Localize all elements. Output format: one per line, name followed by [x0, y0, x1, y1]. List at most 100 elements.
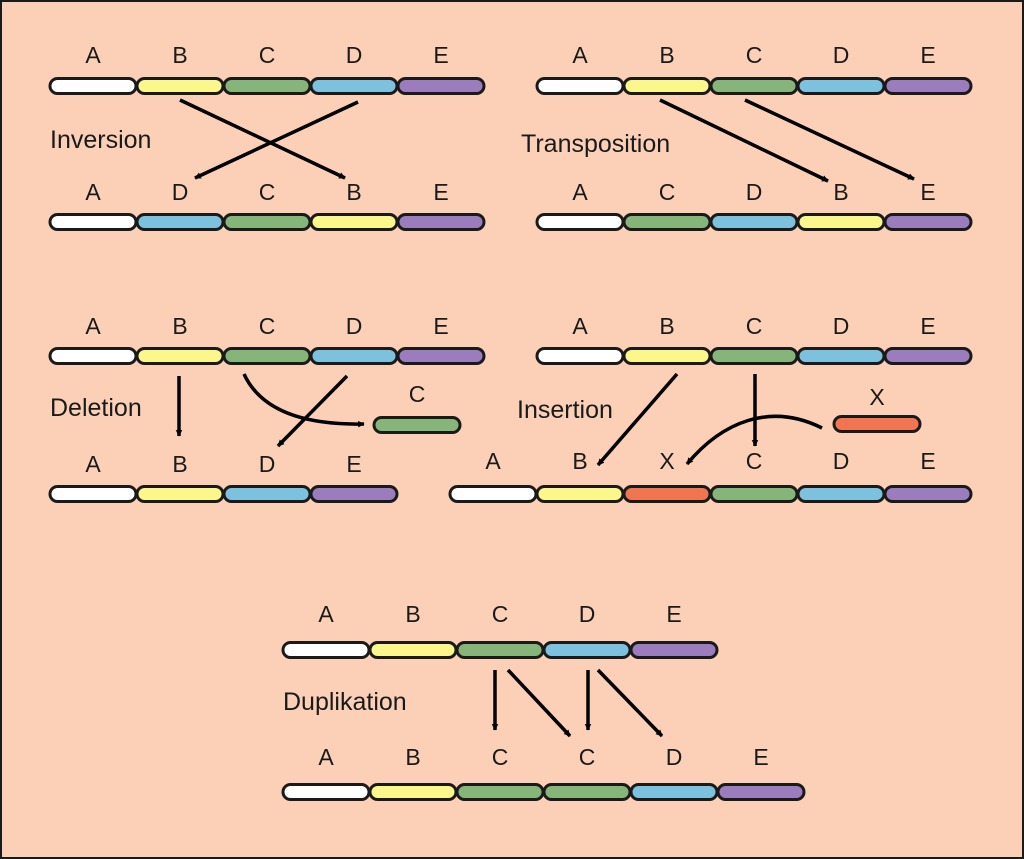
duplication-arrow-d2	[596, 668, 664, 738]
segment-label-c: C	[259, 313, 276, 339]
duplication-title: Duplikation	[283, 688, 407, 716]
segment-e	[883, 485, 973, 503]
segment-x	[832, 415, 922, 433]
segment-label-c: C	[746, 313, 763, 339]
segment-label-c: C	[579, 744, 596, 770]
segment-label-e: E	[433, 179, 448, 205]
segment-label-e: E	[920, 313, 935, 339]
segment-label-a: A	[85, 451, 101, 477]
segment-label-a: A	[318, 601, 334, 627]
segment-label-a: A	[318, 744, 334, 770]
deletion-title: Deletion	[50, 394, 142, 422]
segment-c	[455, 783, 545, 801]
segment-e	[309, 485, 399, 503]
segment-label-x: X	[869, 384, 884, 410]
segment-label-a: A	[572, 42, 588, 68]
segment-c	[222, 77, 312, 95]
segment-label-e: E	[433, 313, 448, 339]
insertion-arrow-x	[685, 414, 823, 466]
arrows	[175, 98, 915, 738]
segment-c	[455, 641, 545, 659]
segment-label-d: D	[833, 42, 850, 68]
transposition-title: Transposition	[521, 130, 670, 158]
deletion-arrow-c-removed	[242, 373, 365, 428]
segment-label-a: A	[572, 179, 588, 205]
duplication-arrow-c2	[506, 668, 572, 738]
segment-a	[535, 77, 625, 95]
segment-e	[883, 213, 973, 231]
segment-label-c: C	[746, 448, 763, 474]
segment-a	[535, 213, 625, 231]
segment-label-c: C	[492, 601, 509, 627]
inversion-arrow-d	[194, 100, 359, 180]
segment-b	[622, 347, 712, 365]
segment-d	[796, 347, 886, 365]
segment-label-x: X	[659, 448, 674, 474]
segment-d	[796, 485, 886, 503]
segment-c	[542, 783, 632, 801]
segment-label-b: B	[659, 42, 674, 68]
segment-e	[396, 347, 486, 365]
segment-b	[368, 783, 458, 801]
segment-label-c: C	[259, 179, 276, 205]
segment-label-e: E	[666, 601, 681, 627]
segment-label-c: C	[259, 42, 276, 68]
segment-b	[135, 77, 225, 95]
segment-x	[622, 485, 712, 503]
segment-a	[48, 485, 138, 503]
segment-label-e: E	[753, 744, 768, 770]
segment-c	[622, 213, 712, 231]
segment-e	[629, 641, 719, 659]
segment-a	[281, 641, 371, 659]
segment-label-b: B	[172, 42, 187, 68]
segment-label-b: B	[172, 313, 187, 339]
segment-c	[709, 485, 799, 503]
segment-label-d: D	[346, 313, 363, 339]
segment-label-d: D	[579, 601, 596, 627]
segment-a	[535, 347, 625, 365]
segment-label-e: E	[920, 42, 935, 68]
segment-label-b: B	[572, 448, 587, 474]
segment-label-b: B	[405, 601, 420, 627]
segment-label-d: D	[746, 179, 763, 205]
segment-label-a: A	[572, 313, 588, 339]
segment-label-d: D	[172, 179, 189, 205]
segment-label-a: A	[85, 42, 101, 68]
deletion-removed: C	[372, 381, 462, 434]
segment-label-d: D	[833, 448, 850, 474]
segment-label-b: B	[172, 451, 187, 477]
segment-c	[709, 77, 799, 95]
segment-b	[622, 77, 712, 95]
segment-b	[135, 347, 225, 365]
segment-label-d: D	[666, 744, 683, 770]
segment-label-d: D	[833, 313, 850, 339]
transposition-before: A B C D E	[535, 42, 973, 95]
segment-d	[629, 783, 719, 801]
segment-label-b: B	[405, 744, 420, 770]
segment-label-b: B	[833, 179, 848, 205]
segment-label-e: E	[433, 42, 448, 68]
segment-d	[309, 347, 399, 365]
insertion-arrow-b	[596, 372, 679, 467]
inversion-title: Inversion	[50, 126, 151, 154]
segment-c	[709, 347, 799, 365]
segment-label-c: C	[746, 42, 763, 68]
segment-e	[396, 77, 486, 95]
segment-c	[222, 347, 312, 365]
segment-e	[716, 783, 806, 801]
segment-d	[135, 213, 225, 231]
segment-d	[309, 77, 399, 95]
segment-label-c: C	[409, 381, 426, 407]
segment-a	[448, 485, 538, 503]
transposition-arrow-e	[744, 98, 915, 181]
segment-c	[222, 213, 312, 231]
transposition-arrow-b	[659, 98, 829, 183]
